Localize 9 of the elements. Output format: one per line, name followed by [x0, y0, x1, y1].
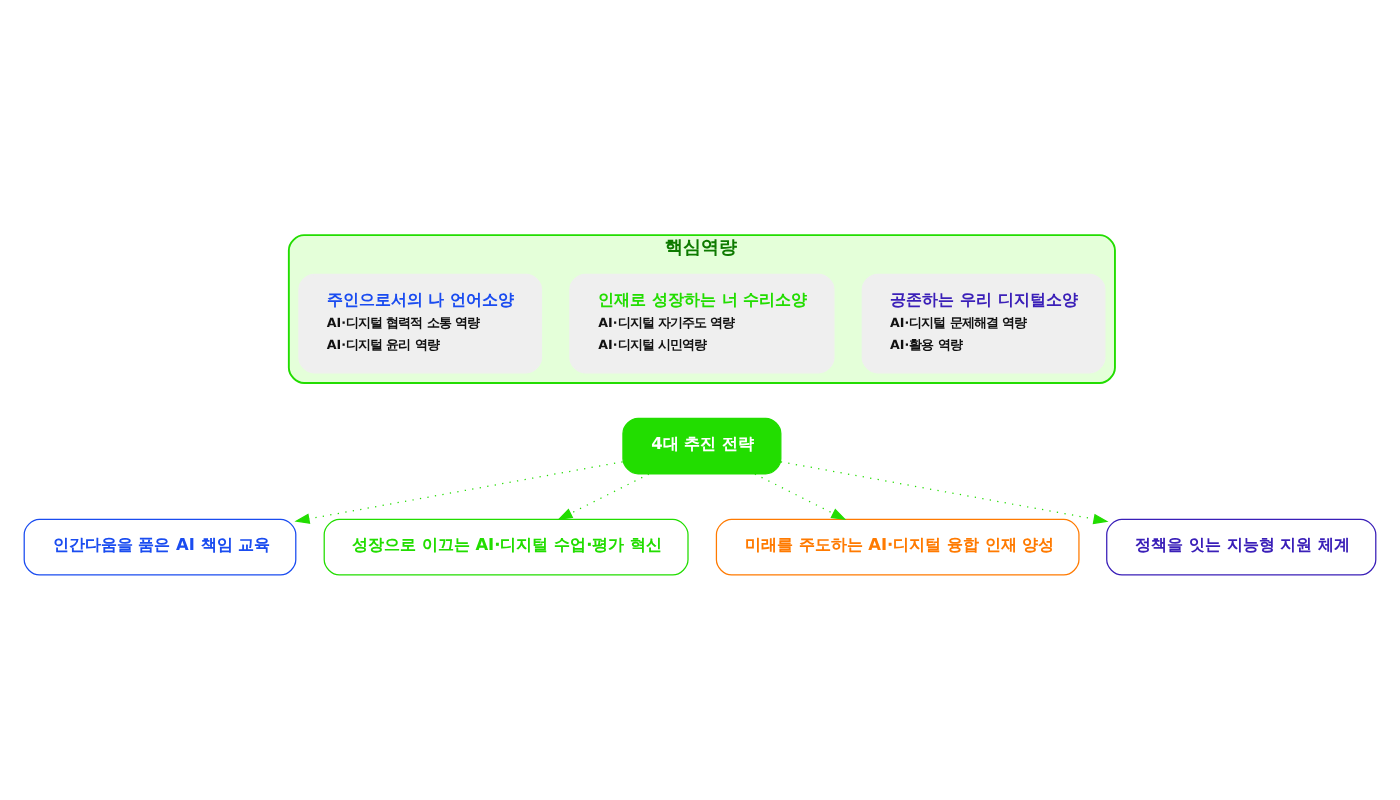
- arrow: [557, 473, 650, 521]
- arrow: [754, 473, 847, 521]
- node-box: 인간다움을 품은 AI 책임 교육: [23, 518, 297, 576]
- node-box: 4대 추진 전략: [622, 417, 782, 475]
- node-box: 성장으로 이끄는 AI·디지털 수업·평가 혁신: [323, 518, 689, 576]
- node-box: 미래를 주도하는 AI·디지털 융합 인재 양성: [715, 518, 1080, 576]
- arrow: [780, 461, 1109, 525]
- arrow: [294, 461, 624, 524]
- node-box: 정책을 잇는 지능형 지원 체계: [1106, 518, 1377, 576]
